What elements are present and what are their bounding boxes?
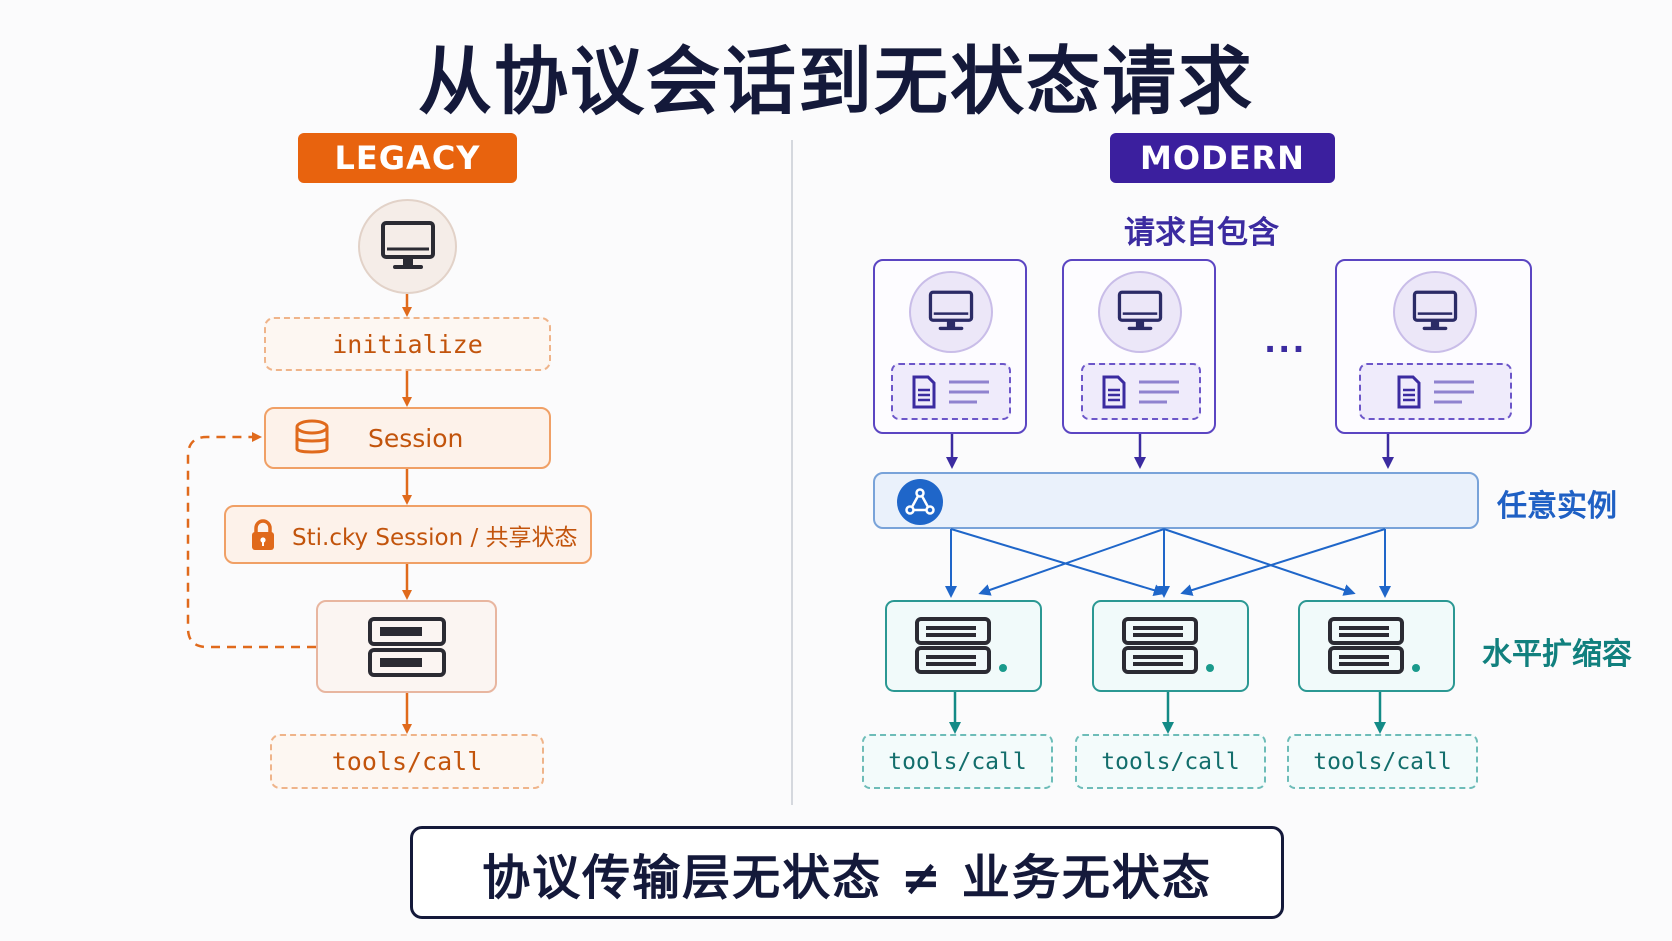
footer-statement: 协议传输层无状态 ≠ 业务无状态 <box>410 826 1284 919</box>
text-lines-icon <box>1139 380 1179 403</box>
server-icon <box>1327 617 1420 674</box>
server-instance <box>885 600 1042 692</box>
client-monitor <box>1098 271 1182 353</box>
arrow <box>1163 528 1356 596</box>
sticky-session-label: Sti.cky Session / 共享状态 <box>292 524 578 551</box>
client-monitor <box>1393 271 1477 353</box>
request-context <box>1081 363 1201 420</box>
modern-tools-call-label: tools/call <box>1313 748 1452 775</box>
modern-tag: MODERN <box>1110 133 1335 183</box>
page-title: 从协议会话到无状态请求 <box>418 39 1254 125</box>
initialize-step: initialize <box>264 317 551 371</box>
server-icon <box>1121 617 1214 674</box>
server-icon <box>367 616 446 677</box>
modern-tools-call: tools/call <box>1075 734 1266 789</box>
initialize-label: initialize <box>332 329 483 359</box>
client-monitor <box>909 271 993 353</box>
database-icon <box>295 419 329 454</box>
self-contained-label: 请求自包含 <box>1124 215 1279 251</box>
sticky-loop-arrow <box>186 432 316 649</box>
modern-tools-call: tools/call <box>1287 734 1478 789</box>
legacy-tag: LEGACY <box>298 133 517 183</box>
document-icon <box>1102 375 1126 408</box>
monitor-icon <box>1412 290 1458 331</box>
document-icon <box>912 375 936 408</box>
any-instance-label: 任意实例 <box>1497 489 1617 524</box>
monitor-icon <box>1117 290 1163 331</box>
legacy-tools-call: tools/call <box>270 734 544 789</box>
request-context <box>1359 363 1512 420</box>
arrow <box>950 528 1166 597</box>
text-lines-icon <box>949 380 989 403</box>
network-icon <box>897 479 943 525</box>
legacy-client <box>358 199 457 294</box>
session-step: Session <box>264 407 551 469</box>
arrow <box>1180 528 1386 596</box>
horizontal-scaling-label: 水平扩缩容 <box>1482 637 1632 672</box>
monitor-icon <box>928 290 974 331</box>
session-label: Session <box>368 423 464 453</box>
any-instance-router <box>873 472 1479 529</box>
sticky-session-step: Sti.cky Session / 共享状态 <box>224 505 592 564</box>
request-context <box>891 363 1011 420</box>
section-divider <box>791 140 793 805</box>
text-lines-icon <box>1433 380 1474 403</box>
modern-tools-call-label: tools/call <box>1101 748 1240 775</box>
arrow <box>978 528 1165 596</box>
server-instance <box>1298 600 1455 692</box>
more-clients-ellipsis: ... <box>1264 322 1307 360</box>
monitor-icon <box>380 220 435 269</box>
server-instance <box>1092 600 1249 692</box>
modern-tools-call-label: tools/call <box>888 748 1027 775</box>
footer-text: 协议传输层无状态 ≠ 业务无状态 <box>482 849 1212 906</box>
lock-icon <box>252 518 274 550</box>
legacy-tools-call-label: tools/call <box>331 747 483 776</box>
server-icon <box>914 617 1007 674</box>
legacy-server <box>316 600 497 693</box>
document-icon <box>1397 375 1420 408</box>
modern-tools-call: tools/call <box>862 734 1053 789</box>
